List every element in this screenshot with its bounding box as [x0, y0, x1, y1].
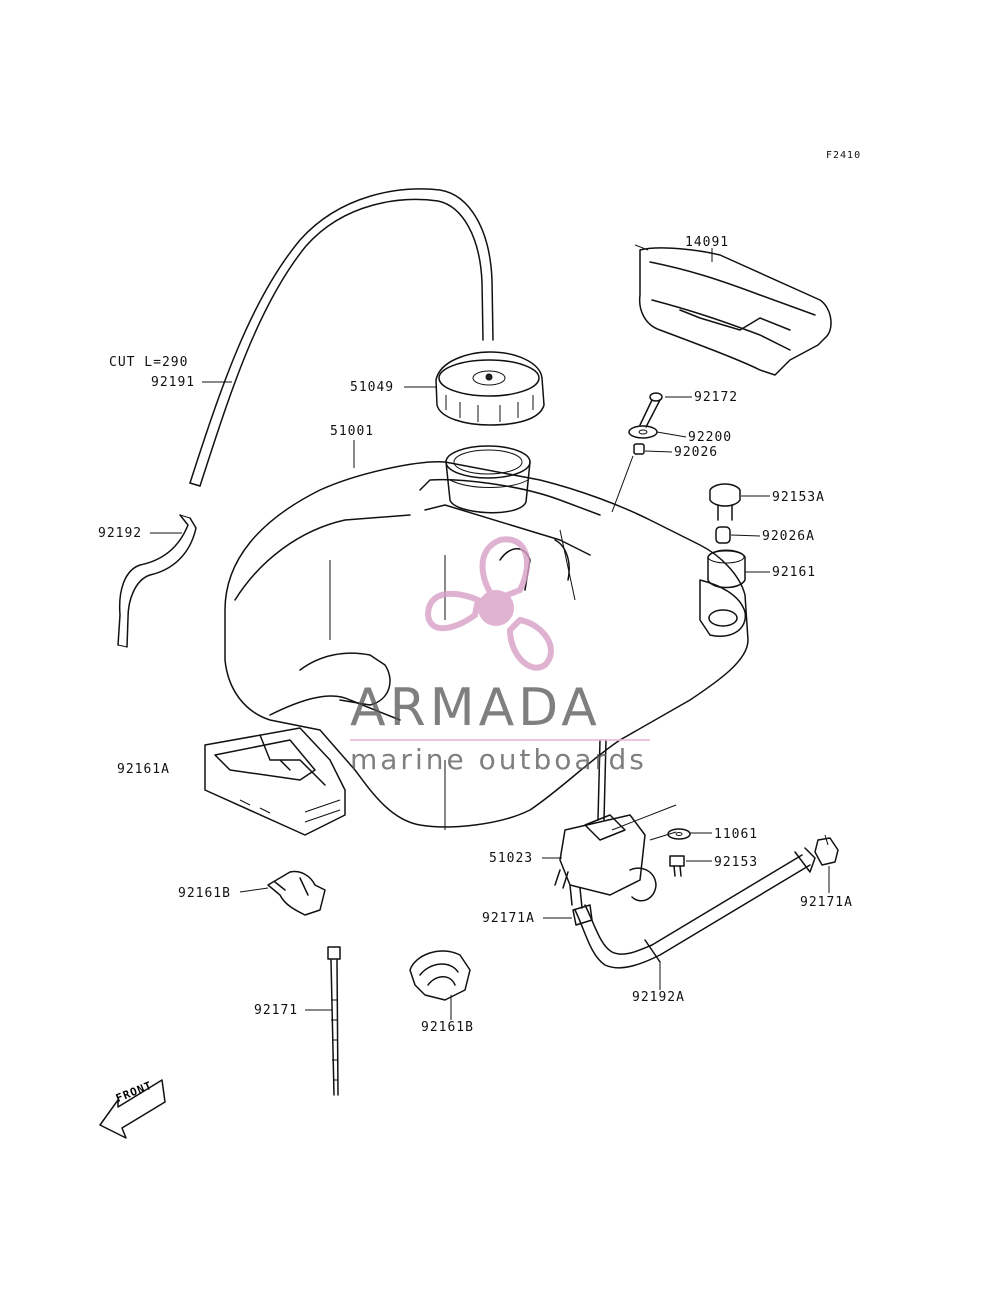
label-92161: 92161 — [772, 565, 817, 580]
heat-guard-14091 — [634, 244, 832, 376]
vent-hose-92191 — [189, 188, 494, 487]
filler-neck — [445, 445, 531, 514]
leader-collar-to-tank — [611, 455, 634, 513]
label-92153A: 92153A — [772, 490, 825, 505]
fuel-cap-51049 — [435, 351, 545, 426]
label-92161A: 92161A — [117, 762, 170, 777]
label-11061: 11061 — [714, 827, 759, 842]
label-51049: 51049 — [350, 380, 395, 395]
label-92191: 92191 — [151, 375, 196, 390]
watermark-tagline: marine outboards — [350, 743, 647, 776]
fuel-hose-92192A — [574, 847, 816, 969]
damper-92161 — [707, 549, 746, 589]
label-92153: 92153 — [714, 855, 759, 870]
label-92172: 92172 — [694, 390, 739, 405]
label-92192: 92192 — [98, 526, 143, 541]
washer-11061 — [667, 828, 691, 840]
label-92026A: 92026A — [762, 529, 815, 544]
label-cut-length: CUT L=290 — [109, 355, 189, 370]
label-92171A-upper: 92171A — [800, 895, 853, 910]
label-92026: 92026 — [674, 445, 719, 460]
label-92161B-left: 92161B — [178, 886, 231, 901]
bracket-92161A — [204, 727, 346, 836]
damper-92153A — [709, 483, 741, 521]
front-arrow-icon — [99, 1079, 166, 1139]
figure-code: F2410 — [826, 150, 862, 161]
label-92171A-lower: 92171A — [482, 911, 535, 926]
label-14091: 14091 — [685, 235, 730, 250]
leader-cock-hardware — [611, 804, 677, 841]
label-92192A: 92192A — [632, 990, 685, 1005]
clamp-92171A-lower — [572, 904, 593, 926]
cable-tie-92171 — [327, 946, 341, 1096]
screw-92172 — [639, 392, 663, 428]
fuel-cock-51023 — [554, 739, 657, 909]
bolt-92153 — [669, 855, 685, 877]
leader-lines — [150, 248, 830, 1020]
clamp-92171A-upper — [814, 834, 839, 866]
watermark-logo-icon — [350, 536, 650, 741]
washer-92200 — [628, 425, 658, 439]
label-51023: 51023 — [489, 851, 534, 866]
label-92161B-center: 92161B — [421, 1020, 474, 1035]
fuel-hose-92192 — [117, 514, 197, 648]
clip-92161B-left — [267, 870, 326, 916]
collar-92026A — [715, 526, 731, 544]
watermark-brand-name: ARMADA — [350, 678, 601, 738]
label-92171: 92171 — [254, 1003, 299, 1018]
clip-92161B-center — [409, 950, 471, 1001]
label-51001: 51001 — [330, 424, 375, 439]
collar-92026 — [633, 443, 645, 455]
label-92200: 92200 — [688, 430, 733, 445]
